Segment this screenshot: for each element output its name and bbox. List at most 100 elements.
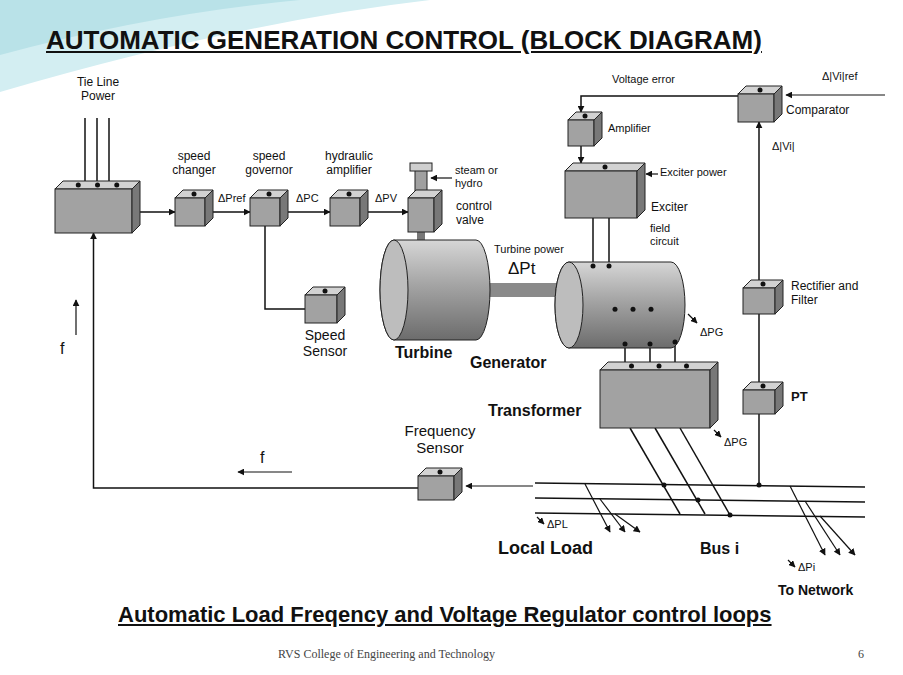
shape-part (555, 262, 685, 348)
shape-part (360, 190, 368, 226)
annotation-label: To Network (778, 582, 853, 598)
shape-part (648, 342, 653, 347)
network-wires (820, 516, 855, 555)
shape-part (637, 163, 645, 218)
annotation-label: ΔPi (798, 561, 815, 574)
network-wires (790, 486, 825, 555)
box-shape (418, 468, 462, 500)
shape-part (250, 198, 280, 226)
annotation-label: ΔPG (700, 326, 723, 339)
node-label: Speed Sensor (293, 327, 357, 359)
leader-arrows (714, 430, 721, 437)
shape-part (607, 264, 612, 269)
shape-part (434, 190, 442, 232)
annotation-label: 6 (858, 648, 864, 662)
shape-part (657, 364, 662, 369)
signal-label: Δ|Vi| (770, 140, 797, 153)
signal-label: ΔPref (216, 192, 248, 205)
connector (94, 233, 419, 488)
shape-part (565, 163, 645, 171)
shape-part (192, 192, 197, 197)
shape-part (594, 112, 602, 146)
shape-part (95, 183, 100, 188)
shape-part (76, 183, 81, 188)
connector (758, 122, 760, 280)
shape-part (55, 189, 132, 233)
shape-part (568, 120, 594, 146)
annotation-label: Turbine power (494, 243, 564, 256)
hydraulic-amplifier-box: hydraulic amplifier (330, 190, 368, 226)
box-shape (743, 382, 783, 414)
annotation-label: ΔPL (547, 518, 568, 531)
shape-part (380, 240, 490, 340)
shape-part (565, 171, 637, 218)
shape-part (629, 364, 634, 369)
node-label: Transformer (488, 402, 581, 420)
box-shape (568, 112, 602, 146)
leader-arrows (646, 173, 658, 174)
shape-part (175, 198, 205, 226)
shape-part (649, 307, 654, 312)
shape-part (761, 282, 766, 287)
leader-arrows (786, 94, 885, 95)
bus-bars (535, 498, 865, 502)
node-label: hydraulic amplifier (314, 150, 384, 178)
transformer-wires (630, 428, 730, 515)
tie-line-wires (85, 118, 109, 186)
exciter-box: Exciter (565, 163, 645, 218)
shape-part (761, 384, 766, 389)
network-wires (805, 501, 840, 555)
bus-bars (535, 483, 865, 517)
shape-part (438, 470, 443, 475)
annotation-label: Exciter power (660, 166, 727, 179)
shape-part (555, 262, 583, 348)
box-shape (738, 86, 782, 122)
annotation-label: Bus i (700, 540, 739, 558)
pt-wire (758, 414, 760, 485)
valve-stem (415, 170, 427, 192)
shape-part (710, 362, 718, 428)
node-label: Generator (470, 354, 546, 372)
shape-part (743, 390, 775, 414)
connector (486, 283, 561, 297)
shape-part (603, 165, 608, 170)
frequency-sensor-box: Frequency Sensor (418, 468, 462, 500)
leader-arrows (238, 471, 292, 472)
cylinder-shape (555, 262, 685, 348)
tie-line-wires (108, 118, 110, 186)
valve-stem (410, 163, 432, 171)
shape-part (758, 88, 763, 93)
node-label: Comparator (786, 104, 849, 118)
shape-part (600, 370, 710, 428)
field-wire (608, 218, 610, 265)
box-shape (408, 190, 442, 232)
bus-dots (662, 483, 762, 518)
node-label: Amplifier (608, 122, 651, 135)
shape-part (418, 476, 454, 500)
leader-arrows (788, 560, 795, 567)
shape-part (600, 362, 718, 370)
pt-wire (758, 414, 760, 485)
local-load-wires (585, 484, 640, 532)
shape-part (774, 86, 782, 122)
cylinder-shape (380, 240, 490, 340)
leader-arrows (75, 300, 76, 335)
connector (758, 314, 760, 382)
transformer-wires (655, 428, 705, 514)
speed-changer-box: speed changer (175, 190, 213, 226)
shape-part (380, 240, 408, 340)
shape-part (267, 192, 272, 197)
signal-label: Voltage error (610, 73, 677, 86)
box-shape (250, 190, 288, 226)
box-shape (175, 190, 213, 226)
generator-cylinder: Generator (555, 262, 685, 348)
connector (140, 211, 175, 213)
shape-part (738, 94, 774, 122)
shape-part (323, 289, 328, 294)
annotation-label: f (60, 340, 64, 358)
transformer-box: Transformer (600, 362, 718, 428)
shape-part (613, 307, 618, 312)
box-shape (305, 287, 345, 323)
node-label: Frequency Sensor (394, 422, 486, 457)
